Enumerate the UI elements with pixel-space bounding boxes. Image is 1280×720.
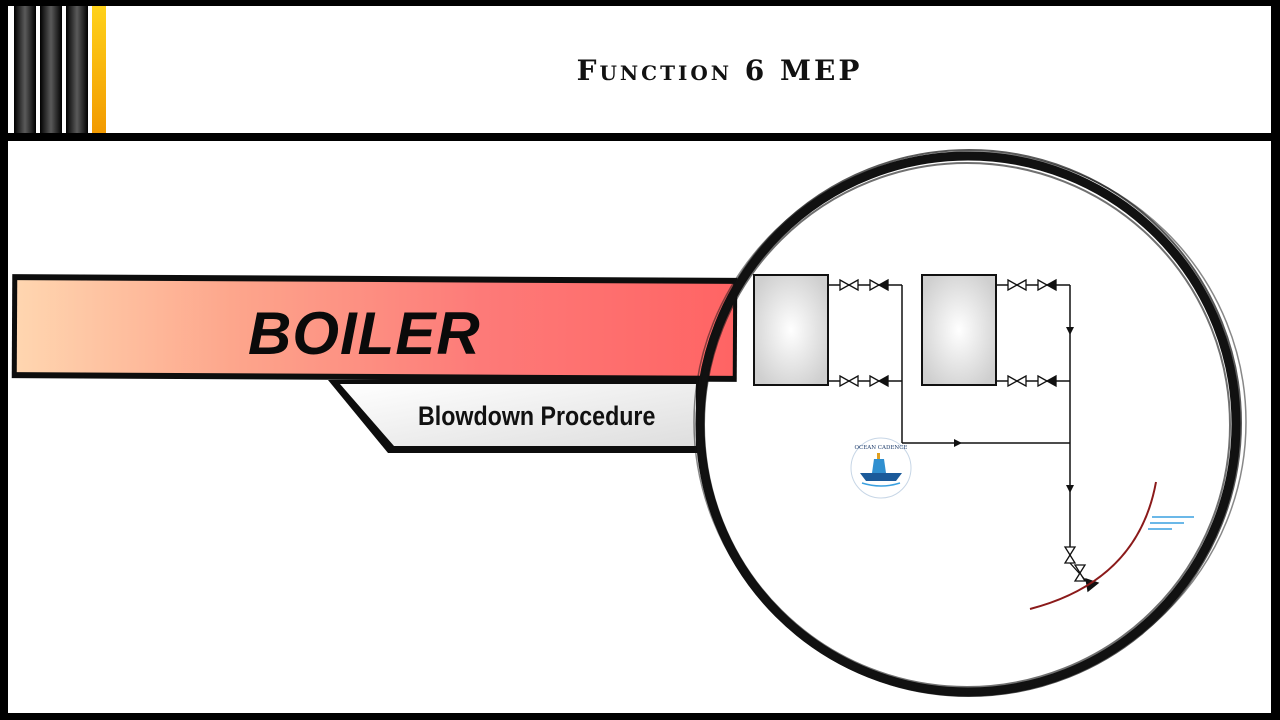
- stripe-3: [66, 6, 88, 133]
- boiler-vessel-1: [753, 274, 829, 386]
- blowdown-diagram: [693, 149, 1247, 697]
- stripe-1: [14, 6, 36, 133]
- boiler-vessel-2: [921, 274, 997, 386]
- subtitle-tab: [328, 380, 700, 453]
- flow-arrow-icon: [954, 327, 1074, 493]
- banner-title: BOILER: [248, 300, 481, 367]
- stripe-accent: [92, 6, 106, 133]
- stripe-2: [40, 6, 62, 133]
- company-logo: OCEAN CADENCE: [850, 437, 912, 499]
- overboard-valve-icon: [1063, 546, 1100, 593]
- header-panel: Function 6 MEP: [8, 6, 1271, 133]
- brush-circle: [693, 149, 1247, 697]
- check-valve-icon: [869, 278, 1057, 388]
- content-panel: BOILER Blowdown Procedure: [8, 141, 1271, 713]
- waterline-icon: [1148, 516, 1194, 530]
- page-title: Function 6 MEP: [576, 54, 863, 87]
- ship-hull: [1029, 481, 1157, 610]
- subtitle-text: Blowdown Procedure: [418, 401, 656, 431]
- gate-valve-icon: [839, 278, 1027, 388]
- logo-text: OCEAN CADENCE: [855, 445, 908, 451]
